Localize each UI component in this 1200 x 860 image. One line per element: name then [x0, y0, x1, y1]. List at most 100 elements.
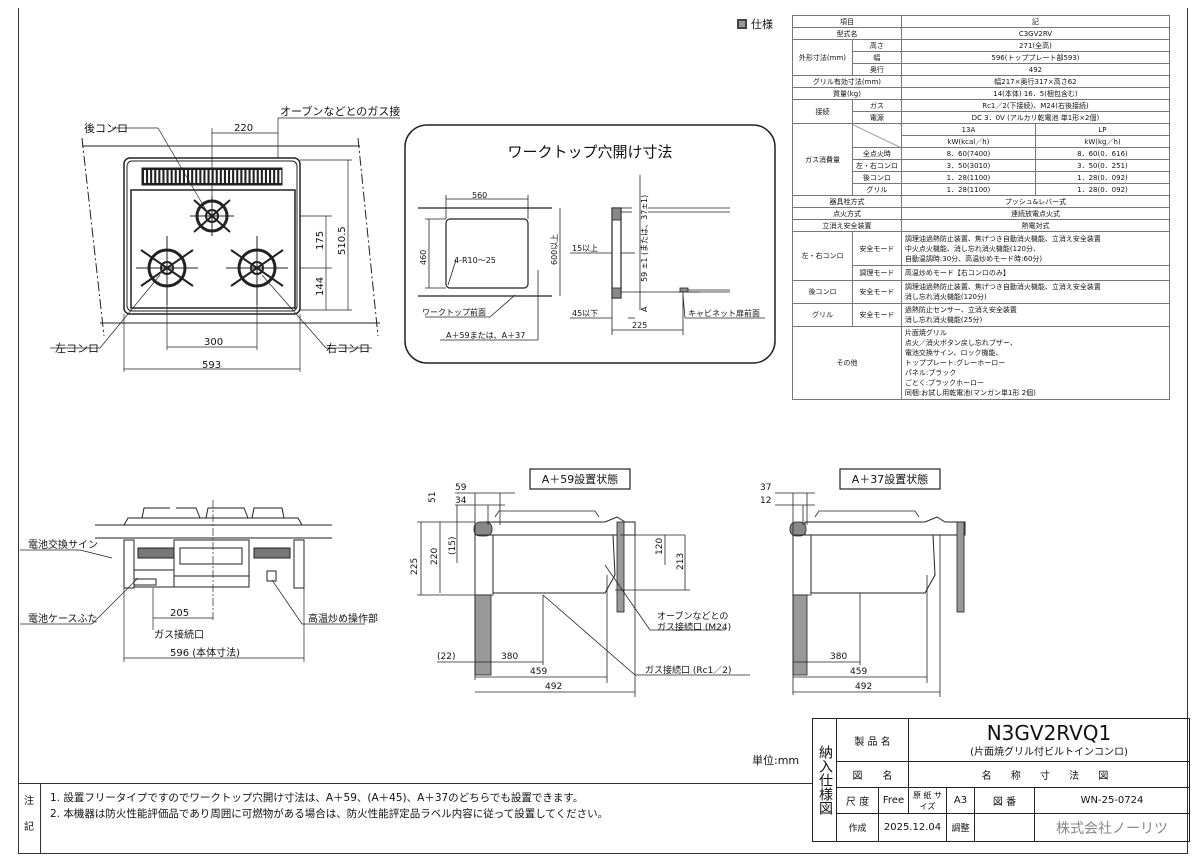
battery-sign-label: 電池交換サイン: [28, 538, 98, 551]
high-temp-label: 高温炒め操作部: [308, 612, 378, 625]
dim-51: 51: [428, 492, 438, 503]
cutout-drawing: ワークトップ穴開け寸法 560 460 4-R10～25 600以上 ワークトッ…: [404, 124, 776, 364]
vent-slot: [242, 170, 245, 183]
dim-600: 600以上: [550, 234, 559, 265]
spec-row: 後コンロ安全モード調理油過熱防止装置、焦げつき自動消火機能、立消え安全装置 消し…: [792, 280, 1171, 304]
notes: 注 記 1. 設置フリータイプですのでワークトップ穴開け寸法は、A＋59、(A＋…: [18, 783, 813, 854]
dim-492: 492: [545, 682, 562, 692]
note-line: 1. 設置フリータイプですのでワークトップ穴開け寸法は、A＋59、(A＋45)、…: [50, 792, 584, 804]
dim-37: 37: [760, 483, 771, 493]
vent-slot: [144, 170, 146, 183]
vent-slot: [180, 170, 183, 183]
dim-460: 460: [419, 250, 428, 265]
side-label: 納入仕様図: [812, 718, 837, 842]
a37-title: A＋37設置状態: [852, 472, 929, 486]
vent-slot: [152, 170, 155, 183]
vent-slot: [246, 170, 249, 183]
vent-slot: [226, 170, 228, 183]
dim-225: 225: [632, 321, 647, 330]
dim-220: 220: [234, 123, 253, 134]
oven-gas-port-label: オーブンなどとのガス接続口: [280, 104, 400, 118]
vent-grille: [144, 170, 282, 183]
right-burner: [226, 236, 288, 305]
dim-144: 144: [315, 277, 326, 296]
spec-row: 器具栓方式プッシュ&レバー式: [792, 195, 1171, 208]
product-subtitle: (片面焼グリル付ビルトインコンロ): [970, 746, 1128, 758]
dim-225: 225: [410, 558, 420, 575]
vent-slot: [217, 170, 220, 183]
dim-45: 45以下: [572, 309, 598, 318]
notes-side: 注 記: [18, 784, 41, 854]
dim-59: 59 ±1 (または、37±1): [640, 195, 649, 282]
dim-380: 380: [501, 652, 518, 662]
gas-port-label: ガス接続口: [154, 628, 204, 641]
vent-slot: [271, 170, 274, 183]
dim-220: 220: [430, 548, 440, 565]
vent-slot: [189, 170, 192, 183]
side-view-a37: A＋37設置状態 37 12 380 459 492: [760, 468, 966, 697]
dim-12: 12: [760, 496, 771, 506]
a-label: A＋59または、A＋37: [446, 331, 525, 340]
dim-205: 205: [170, 608, 189, 619]
dim-560: 560: [472, 191, 487, 200]
oven-gas-port-label-1: オーブンなどとのガス接続口 (M24): [657, 610, 731, 633]
dim-593: 593: [202, 360, 221, 371]
radius-label: 4-R10～25: [454, 256, 496, 265]
side-view-a59: A＋59設置状態 59 34 51 225 220 (15) 120 213 オ…: [410, 468, 750, 697]
spec-row: その他片面焼グリル 点火／消火ボタン戻し忘れブザー、 電池交換サイン、ロック機能…: [792, 326, 1171, 400]
vent-slot: [234, 170, 237, 183]
vent-slot: [176, 170, 179, 183]
front-view-drawing: 電池交換サイン 電池ケースふた 高温炒め操作部 205 ガス接続口 596 (本…: [20, 500, 378, 662]
product-cell: N3GV2RVQ1 (片面焼グリル付ビルトインコンロ): [908, 718, 1190, 762]
dim-15: 15以上: [572, 244, 598, 253]
vent-slot: [164, 170, 167, 183]
created-date: 2025.12.04: [878, 813, 947, 842]
vent-slot: [250, 170, 253, 183]
top-view-drawing: 後コンロ 左コンロ 右コンロ オーブンなどとのガス接続口 220 300 593…: [50, 104, 400, 372]
dim-34: 34: [455, 496, 467, 506]
note-line: 2. 本機器は防火性能評価品であり周囲に可燃物がある場合は、防火性能評定品ラベル…: [50, 808, 609, 820]
left-burner-label: 左コンロ: [55, 342, 99, 355]
unit-label: 単位:mm: [752, 754, 800, 767]
vent-slot: [148, 170, 151, 183]
dim-120: 120: [655, 538, 665, 555]
vent-slot: [205, 170, 208, 183]
vent-slot: [168, 170, 171, 183]
spec-row: 点火方式連続放電点火式: [792, 207, 1171, 220]
spec-header-row: 項目記: [792, 15, 1171, 28]
dim-596: 596 (本体寸法): [170, 646, 240, 659]
drawing-name: 名 称 寸 法 図: [908, 761, 1190, 788]
cutout-title: ワークトップ穴開け寸法: [507, 143, 672, 161]
spec-row: グリル有効寸法(mm)幅217×奥行317×高さ62: [792, 75, 1171, 88]
dim-175: 175: [315, 231, 326, 250]
vent-slot: [221, 170, 224, 183]
a59-title: A＋59設置状態: [542, 472, 619, 486]
drawing-frame: [18, 8, 1188, 854]
vent-slot: [275, 170, 278, 183]
dim-15: (15): [448, 537, 458, 555]
dim-510-5: 510.5: [337, 226, 348, 255]
dim-492: 492: [855, 682, 872, 692]
diagonal-cell: [851, 123, 902, 148]
vent-slot: [279, 170, 282, 183]
scale-value: Free: [878, 787, 909, 814]
vent-slot: [267, 170, 269, 183]
worktop-front-label: ワークトップ前面: [422, 307, 486, 317]
vent-slot: [262, 170, 265, 183]
adjust-value: [974, 813, 1035, 842]
product-name: N3GV2RVQ1: [986, 720, 1112, 745]
vent-slot: [213, 170, 216, 183]
dim-213: 213: [676, 553, 686, 570]
company-logo: 株式会社ノーリツ: [1034, 813, 1190, 842]
title-block: 納入仕様図 製 品 名 N3GV2RVQ1 (片面焼グリル付ビルトインコンロ) …: [812, 718, 1190, 842]
spec-title: 仕様: [737, 16, 773, 32]
